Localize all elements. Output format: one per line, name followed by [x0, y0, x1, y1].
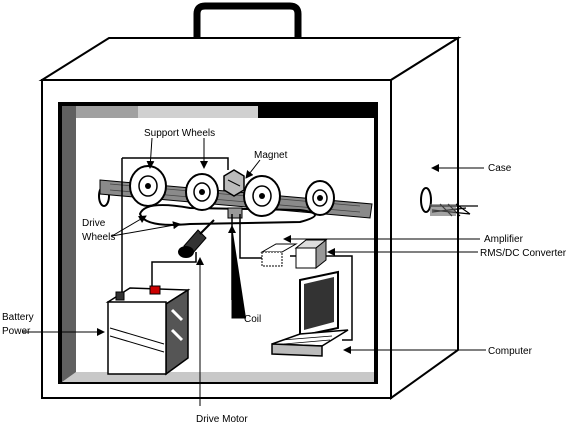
label-amplifier: Amplifier [484, 234, 524, 245]
wheel-4 [305, 180, 335, 216]
laptop-computer [271, 270, 349, 357]
label-drive-wheels-line2: Wheels [82, 232, 115, 243]
label-support-wheels: Support Wheels [144, 128, 215, 139]
label-drive-wheels-line1: Drive [82, 218, 106, 229]
rms-dc-converter-device [294, 238, 328, 270]
callout-lines [22, 137, 486, 406]
label-battery-line2: Power [2, 326, 31, 337]
amplifier-device [260, 243, 298, 267]
label-coil: Coil [244, 314, 261, 325]
case-latch [420, 187, 478, 217]
wheel-2 [185, 173, 219, 211]
magnet [223, 169, 245, 197]
label-drive-motor: Drive Motor [196, 414, 248, 425]
label-rms-dc-converter: RMS/DC Converter [480, 248, 567, 259]
label-battery-line1: Battery [2, 312, 34, 323]
drive-motor [178, 219, 215, 258]
wheel-1 [129, 165, 167, 207]
label-magnet: Magnet [254, 150, 288, 161]
label-computer: Computer [488, 346, 533, 357]
label-case: Case [488, 163, 512, 174]
battery [105, 285, 191, 376]
coil [227, 207, 243, 219]
wheel-3 [243, 175, 281, 217]
